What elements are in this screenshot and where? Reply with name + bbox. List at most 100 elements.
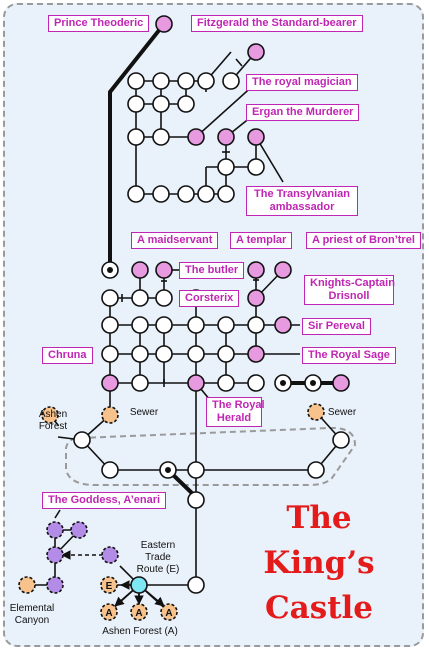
map-node (155, 261, 173, 279)
map-node (217, 374, 235, 392)
map-node (187, 461, 205, 479)
map-node-center-dot (165, 467, 171, 473)
map-node (197, 72, 215, 90)
label-royal-sage: The Royal Sage (302, 347, 396, 364)
map-node (100, 576, 118, 594)
map-node (152, 185, 170, 203)
map-node (101, 406, 119, 424)
map-node (131, 374, 149, 392)
area-elemental-line2: Canyon (14, 615, 50, 626)
map-node (101, 345, 119, 363)
map-node (187, 491, 205, 509)
area-eastern-line3: Route (E) (136, 564, 180, 575)
map-node (100, 603, 118, 621)
map-node (332, 431, 350, 449)
map-node (46, 521, 64, 539)
map-node (274, 261, 292, 279)
map-node (217, 128, 235, 146)
map-node (127, 128, 145, 146)
map-node (155, 289, 173, 307)
map-node (131, 261, 149, 279)
area-sewer-right: Sewer (327, 407, 357, 418)
map-node (247, 316, 265, 334)
map-node (101, 461, 119, 479)
label-ergan: Ergan the Murderer (246, 104, 360, 121)
map-node (187, 345, 205, 363)
map-node (247, 261, 265, 279)
map-node (160, 603, 178, 621)
area-elemental-line1: Elemental (9, 603, 55, 614)
map-node (127, 95, 145, 113)
map-node (187, 374, 205, 392)
map-node (307, 403, 325, 421)
map-node (217, 345, 235, 363)
map-node (177, 95, 195, 113)
map-node-center-dot (107, 267, 113, 273)
area-elemental-canyon: Elemental Canyon (2, 603, 62, 627)
map-node (187, 316, 205, 334)
label-fitzgerald: Fitzgerald the Standard-bearer (191, 15, 363, 32)
map-node (131, 289, 149, 307)
map-node (217, 185, 235, 203)
map-node (41, 406, 59, 424)
label-transylvanian-line2: ambassador (269, 201, 335, 213)
label-templar: A templar (230, 232, 293, 249)
map-node-letter: A (105, 608, 112, 619)
map-node (217, 316, 235, 334)
label-maidservant: A maidservant (131, 232, 219, 249)
map-node-center-dot (280, 380, 286, 386)
map-node (131, 345, 149, 363)
map-node-letter: A (165, 608, 172, 619)
label-knights-captain: Knights-Captain Drisnoll (304, 275, 395, 305)
map-node (131, 316, 149, 334)
map-node (247, 374, 265, 392)
map-node (101, 289, 119, 307)
area-eastern-line1: Eastern (140, 540, 176, 551)
map-node (307, 461, 325, 479)
map-node (46, 546, 64, 564)
map-node (177, 185, 195, 203)
map-node (155, 15, 173, 33)
area-ashen-forest: Ashen Forest (28, 409, 78, 433)
label-sir-pereval: Sir Pereval (302, 318, 371, 335)
map-node (73, 431, 91, 449)
map-node (197, 185, 215, 203)
area-sewer-left: Sewer (129, 407, 159, 418)
label-knights-captain-line1: Knights-Captain (310, 277, 395, 289)
label-chruna: Chruna (42, 347, 93, 364)
map-node (332, 374, 350, 392)
map-node (274, 316, 292, 334)
map-node (247, 289, 265, 307)
map-node (187, 128, 205, 146)
map-node (247, 43, 265, 61)
map-node (155, 345, 173, 363)
map-node (247, 345, 265, 363)
label-royal-herald: The Royal Herald (206, 397, 265, 427)
map-node (101, 374, 119, 392)
area-ashen-forest-a: Ashen Forest (A) (102, 626, 178, 637)
map-node (18, 576, 36, 594)
map-node (155, 316, 173, 334)
map-node (127, 72, 145, 90)
map-node (101, 316, 119, 334)
map-node (217, 158, 235, 176)
map-title-line2: King’s (263, 545, 375, 581)
map-node (187, 576, 205, 594)
map-node (152, 72, 170, 90)
label-royal-herald-line2: Herald (216, 412, 252, 424)
map-node-center-dot (310, 380, 316, 386)
map-node (127, 185, 145, 203)
map-node-letter: A (135, 608, 142, 619)
label-transylvanian-ambassador: The Transylvanian ambassador (246, 186, 358, 216)
label-royal-magician: The royal magician (246, 74, 358, 91)
map-node (177, 72, 195, 90)
area-ashen-forest-line1: Ashen (38, 409, 68, 420)
map-node (46, 576, 64, 594)
map-node (152, 128, 170, 146)
area-eastern-line2: Trade (145, 552, 171, 563)
map-title-line3: Castle (264, 590, 374, 626)
label-priest: A priest of Bron’trel (306, 232, 421, 249)
map-node (130, 603, 148, 621)
label-butler: The butler (179, 262, 245, 279)
area-eastern-trade-route: Eastern Trade Route (E) (128, 540, 188, 576)
